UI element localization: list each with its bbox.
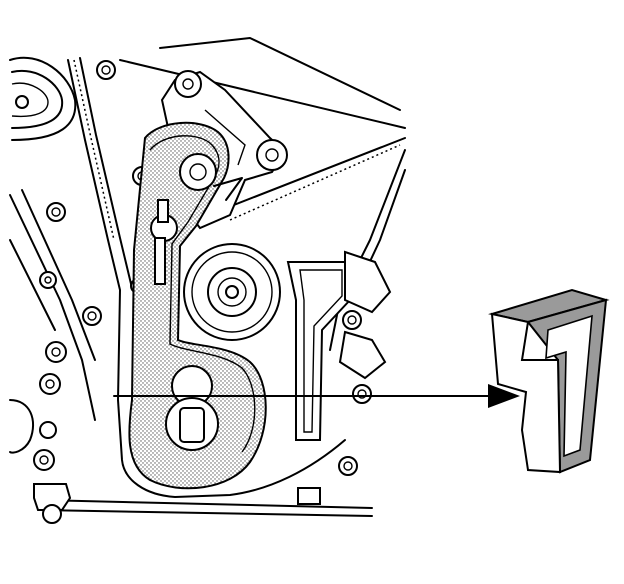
oil-pump-housing (286, 250, 392, 441)
guide-rollers (9, 341, 72, 524)
tensioner-pulley (183, 243, 281, 341)
engine-block (39, 60, 406, 517)
callout-arrow (113, 384, 520, 408)
arrow-head (488, 384, 520, 408)
camshaft-sprocket (9, 56, 77, 141)
timing-belt (9, 37, 406, 498)
tensioner-gauge-tool (488, 288, 610, 474)
